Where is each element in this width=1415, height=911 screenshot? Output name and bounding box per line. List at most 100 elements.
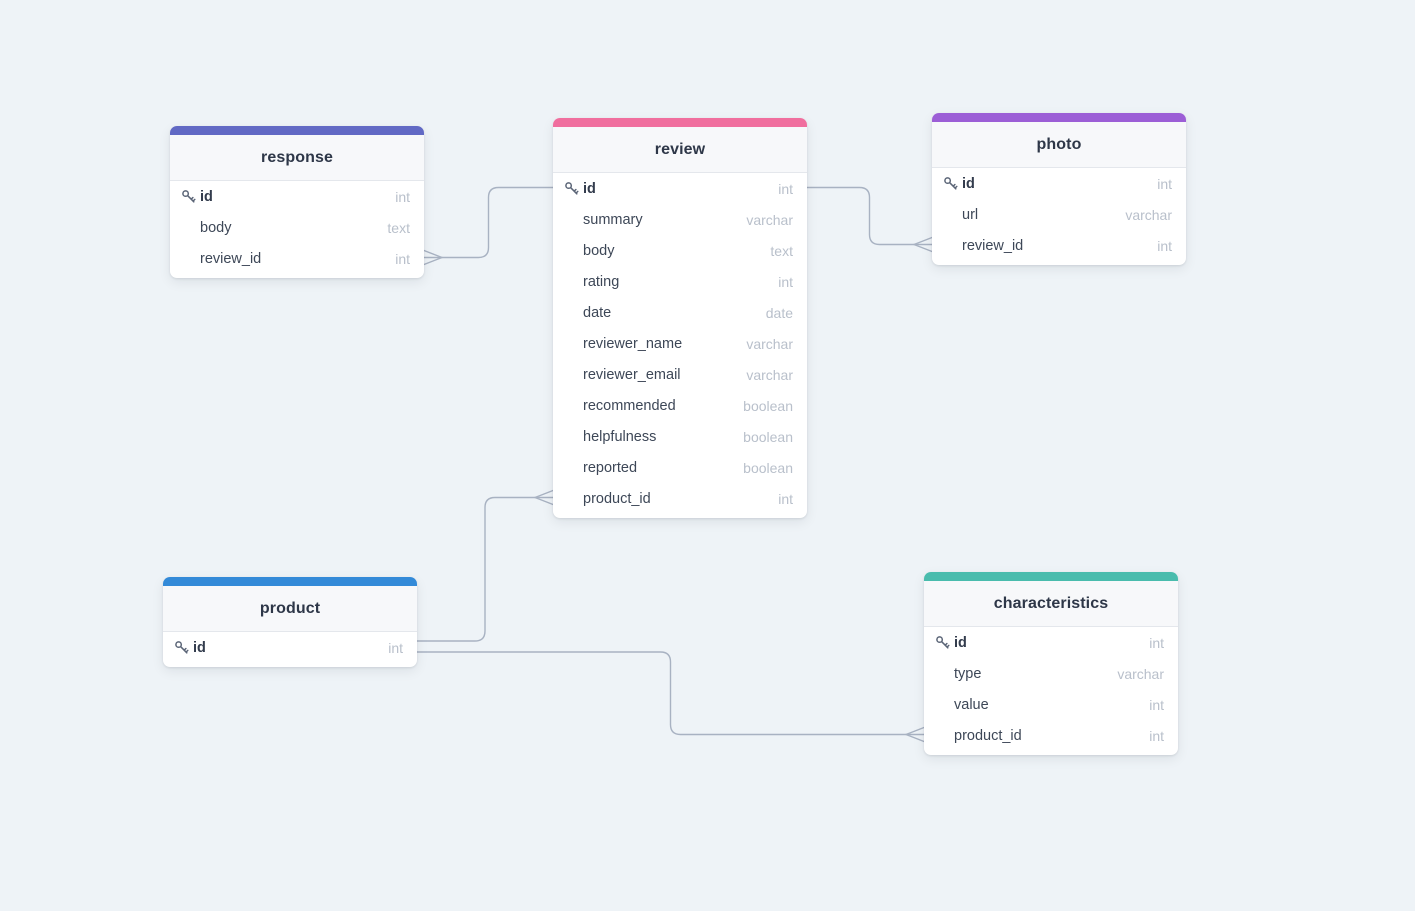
- field-row-review-rating[interactable]: rating int: [553, 266, 807, 297]
- table-fields: id int: [163, 632, 417, 667]
- table-title: photo: [932, 122, 1186, 168]
- field-name: product_id: [954, 727, 1022, 744]
- field-type: boolean: [743, 459, 793, 476]
- relation-review-response[interactable]: [423, 186, 554, 266]
- field-type: date: [765, 304, 793, 321]
- field-row-product-id[interactable]: id int: [163, 632, 417, 663]
- primary-key-icon: [174, 640, 189, 655]
- crows-foot-marker: [534, 489, 554, 506]
- field-type: varchar: [746, 335, 793, 352]
- field-row-characteristics-value[interactable]: value int: [924, 689, 1178, 720]
- field-row-review-product_id[interactable]: product_id int: [553, 483, 807, 514]
- field-type: text: [770, 242, 793, 259]
- field-row-review-summary[interactable]: summary varchar: [553, 204, 807, 235]
- field-name: helpfulness: [583, 428, 657, 445]
- field-name: body: [583, 242, 615, 259]
- table-title: characteristics: [924, 581, 1178, 627]
- field-row-review-date[interactable]: date date: [553, 297, 807, 328]
- table-product[interactable]: product id int: [163, 577, 417, 667]
- table-fields: id int summary varchar body text rating int date…: [553, 173, 807, 518]
- relation-product-characteristics[interactable]: [416, 651, 925, 743]
- field-row-review-helpfulness[interactable]: helpfulness boolean: [553, 421, 807, 452]
- field-row-review-body[interactable]: body text: [553, 235, 807, 266]
- field-type: boolean: [743, 428, 793, 445]
- field-type: int: [1157, 237, 1172, 254]
- crows-foot-marker: [913, 236, 933, 253]
- field-name: date: [583, 304, 612, 321]
- field-type: int: [1149, 634, 1164, 651]
- primary-key-icon: [935, 635, 950, 650]
- table-title: product: [163, 586, 417, 632]
- field-row-characteristics-id[interactable]: id int: [924, 627, 1178, 658]
- field-name: url: [962, 206, 979, 223]
- field-name: id: [200, 188, 213, 205]
- table-title: response: [170, 135, 424, 181]
- crows-foot-marker: [905, 726, 925, 743]
- field-row-review-reviewer_name[interactable]: reviewer_name varchar: [553, 328, 807, 359]
- relation-line: [416, 651, 925, 736]
- field-type: varchar: [1117, 665, 1164, 682]
- field-type: int: [1149, 696, 1164, 713]
- field-name: product_id: [583, 490, 651, 507]
- field-type: varchar: [1125, 206, 1172, 223]
- field-name: body: [200, 219, 232, 236]
- field-type: varchar: [746, 211, 793, 228]
- field-type: boolean: [743, 397, 793, 414]
- field-type: varchar: [746, 366, 793, 383]
- table-fields: id int type varchar value int product_id int: [924, 627, 1178, 755]
- field-name: review_id: [200, 250, 262, 267]
- table-accent-bar: [553, 118, 807, 127]
- field-type: int: [778, 490, 793, 507]
- field-name: reported: [583, 459, 638, 476]
- field-name: rating: [583, 273, 620, 290]
- primary-key-icon: [181, 189, 196, 204]
- table-title: review: [553, 127, 807, 173]
- field-row-review-reviewer_email[interactable]: reviewer_email varchar: [553, 359, 807, 390]
- field-name: recommended: [583, 397, 676, 414]
- relation-line: [423, 186, 554, 259]
- field-type: int: [778, 273, 793, 290]
- field-row-characteristics-type[interactable]: type varchar: [924, 658, 1178, 689]
- relation-line: [416, 496, 554, 642]
- field-row-review-id[interactable]: id int: [553, 173, 807, 204]
- field-name: id: [583, 180, 596, 197]
- field-name: value: [954, 696, 989, 713]
- field-row-characteristics-product_id[interactable]: product_id int: [924, 720, 1178, 751]
- field-name: summary: [583, 211, 643, 228]
- field-type: int: [395, 188, 410, 205]
- field-row-response-id[interactable]: id int: [170, 181, 424, 212]
- table-accent-bar: [924, 572, 1178, 581]
- field-row-photo-id[interactable]: id int: [932, 168, 1186, 199]
- field-row-review-reported[interactable]: reported boolean: [553, 452, 807, 483]
- field-row-response-review_id[interactable]: review_id int: [170, 243, 424, 274]
- table-fields: id int body text review_id int: [170, 181, 424, 278]
- field-row-photo-url[interactable]: url varchar: [932, 199, 1186, 230]
- field-type: int: [1157, 175, 1172, 192]
- field-name: id: [954, 634, 967, 651]
- table-accent-bar: [932, 113, 1186, 122]
- primary-key-icon: [564, 181, 579, 196]
- table-accent-bar: [163, 577, 417, 586]
- relation-product-review[interactable]: [416, 489, 554, 642]
- field-name: id: [962, 175, 975, 192]
- field-type: text: [387, 219, 410, 236]
- field-name: type: [954, 665, 982, 682]
- field-row-response-body[interactable]: body text: [170, 212, 424, 243]
- field-name: reviewer_name: [583, 335, 683, 352]
- field-name: id: [193, 639, 206, 656]
- field-name: reviewer_email: [583, 366, 681, 383]
- field-type: int: [388, 639, 403, 656]
- field-type: int: [395, 250, 410, 267]
- field-type: int: [1149, 727, 1164, 744]
- relation-review-photo[interactable]: [806, 186, 933, 253]
- field-row-review-recommended[interactable]: recommended boolean: [553, 390, 807, 421]
- field-type: int: [778, 180, 793, 197]
- table-response[interactable]: response id int body text review_id int: [170, 126, 424, 278]
